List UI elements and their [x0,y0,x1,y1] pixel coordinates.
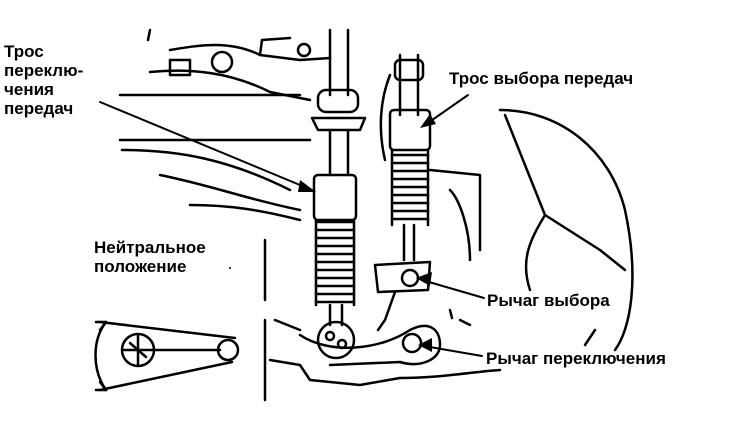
label-shift-lever: Рычаг переключения [486,349,666,368]
label-shift-cable-line-2: переклю- [4,61,84,80]
arrowhead-select-cable [420,114,436,128]
label-neutral-line-2: положение [94,257,187,276]
leader-shift-lever [423,345,483,357]
select-cable-bellows [390,148,430,227]
label-select-lever: Рычаг выбора [487,291,610,310]
select-cable-assembly [373,53,432,332]
label-shift-cable-line-3: чения [4,80,54,99]
label-shift-cable-line-4: передач [4,99,74,118]
shift-cable-assembly [310,28,367,360]
leader-shift-cable [99,101,313,191]
shift-lever-bracket [263,238,502,402]
label-neutral-line-1: Нейтральное [94,238,206,257]
arrowhead-shift-lever [418,338,432,352]
leader-select-lever [421,279,485,299]
housing-outline [118,28,482,262]
neutral-position-inset [94,320,240,392]
arrowhead-select-lever [416,272,432,286]
shift-cable-bellows [314,218,356,307]
label-neutral-position: Нейтральное положение [94,238,206,276]
label-shift-cable: Трос переклю- чения передач [4,42,83,118]
leader-lines [99,94,485,357]
arrowheads [298,114,436,352]
transmission-shell [498,108,634,352]
arrowhead-shift-cable [298,180,316,192]
label-shift-cable-line-1: Трос [4,42,44,61]
label-select-cable: Трос выбора передач [449,69,634,88]
